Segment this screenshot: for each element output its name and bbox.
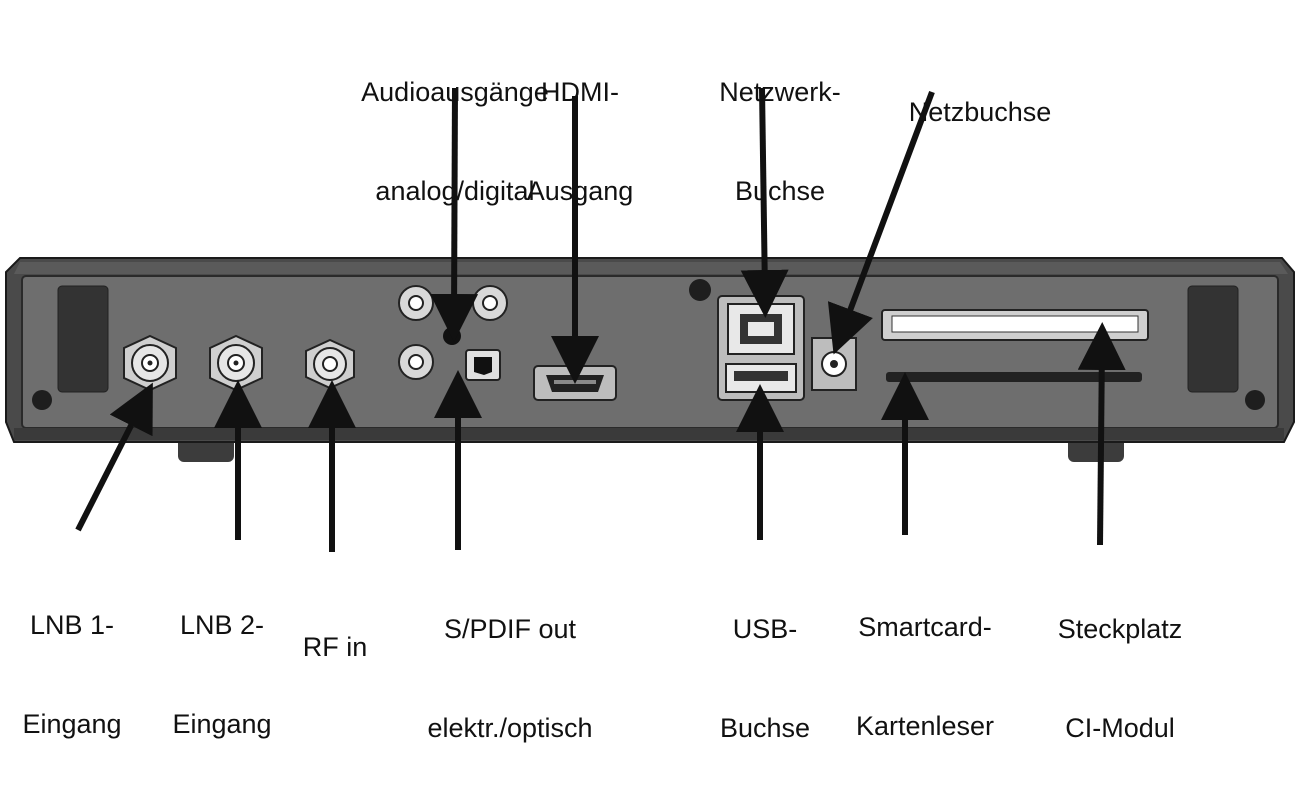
label-hdmi-output: HDMI- Ausgang [526, 77, 634, 206]
receiver-back-panel [5, 87, 1295, 552]
label-lnb2-input: LNB 2- Eingang [172, 610, 272, 739]
lnb1-connector [123, 334, 177, 392]
power-socket [811, 337, 857, 391]
arrow-network [740, 87, 789, 318]
rf-connector [305, 338, 355, 390]
label-usb-socket: USB- Buchse [719, 614, 811, 743]
arrow-power [827, 90, 935, 355]
screw-right [1245, 390, 1265, 410]
vent-right [1187, 285, 1239, 393]
hdmi-port [533, 365, 617, 401]
screw-top [689, 279, 711, 301]
arrow-ci [1077, 322, 1126, 546]
arrow-audio [430, 87, 479, 342]
optical-port [465, 349, 501, 381]
device-diagram: Audioausgänge analog/digital HDMI- Ausga… [5, 77, 1295, 743]
label-rf-in: RF in [302, 632, 368, 662]
ci-slot [881, 309, 1149, 341]
bottom-ledge [14, 428, 1284, 440]
label-ci-module-slot: Steckplatz CI-Modul [1057, 614, 1183, 743]
label-network-socket: Netzwerk- Buchse [719, 77, 841, 206]
label-lnb1-input: LNB 1- Eingang [22, 610, 122, 739]
label-smartcard-reader: Smartcard- Kartenleser [855, 612, 995, 741]
screw-left [32, 390, 52, 410]
lnb2-connector [209, 334, 263, 392]
label-audio-outputs: Audioausgänge analog/digital [361, 77, 549, 206]
label-power-socket: Netzbuchse [908, 97, 1052, 127]
arrow-lnb1 [75, 382, 153, 532]
label-spdif-out: S/PDIF out elektr./optisch [427, 614, 593, 743]
vent-left [57, 285, 109, 393]
housing-top-bevel [14, 262, 1288, 274]
network-usb-block [717, 295, 805, 401]
smartcard-slot [886, 372, 1142, 382]
